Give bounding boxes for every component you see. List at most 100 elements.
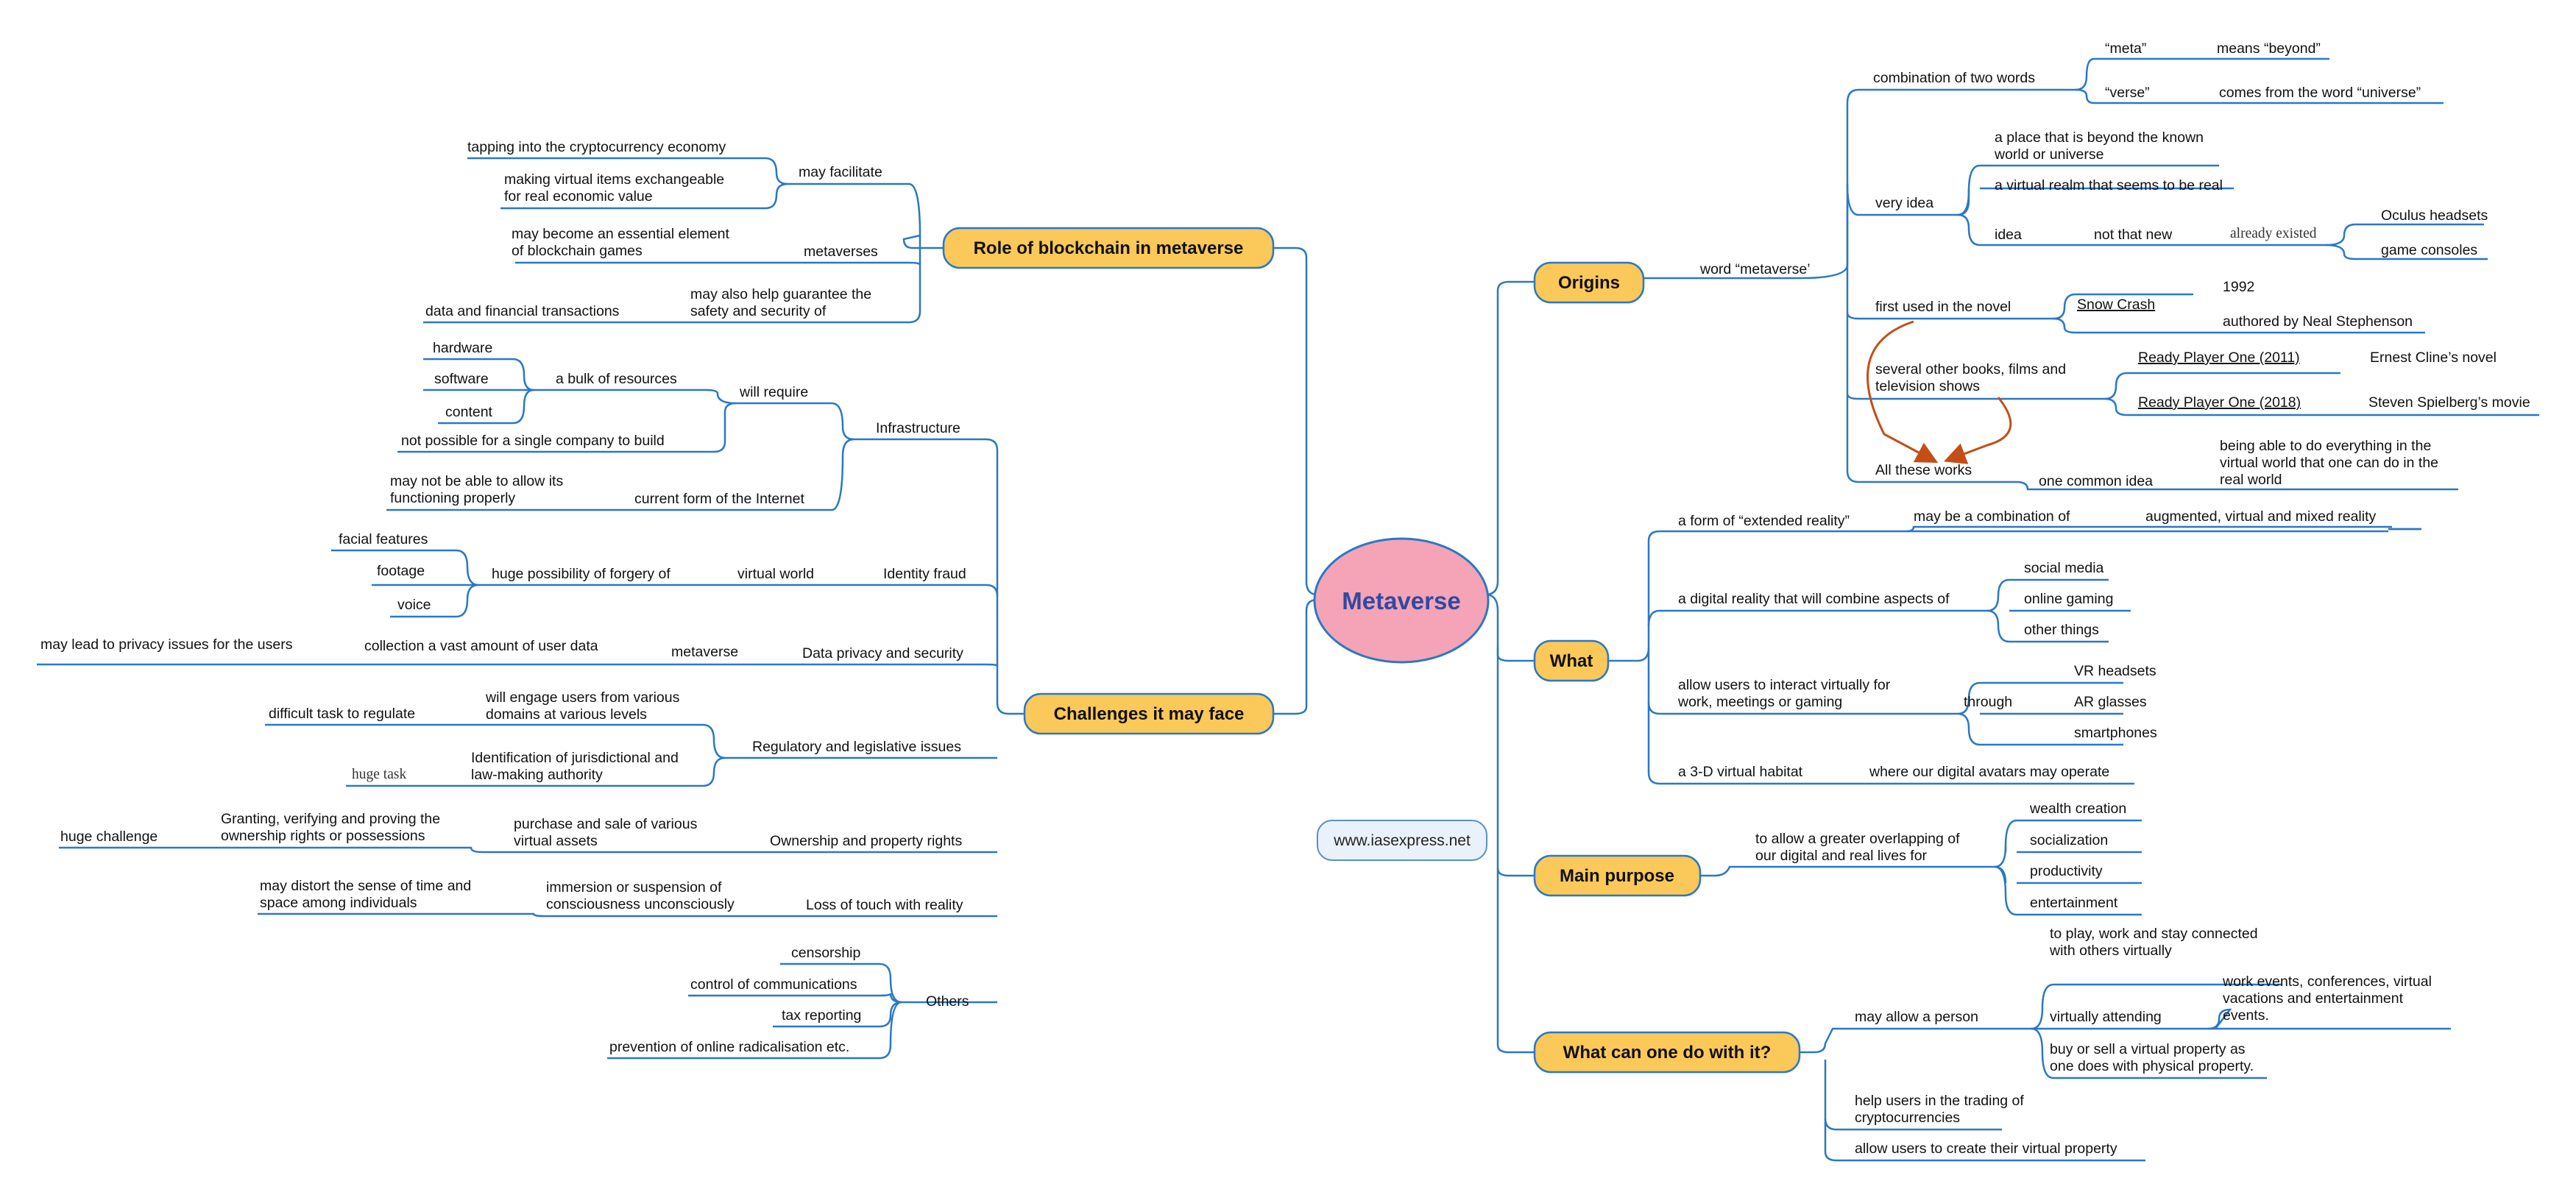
topic-idea[interactable]: idea xyxy=(1995,227,2022,243)
topic-will-require[interactable]: will require xyxy=(739,384,808,400)
topic-immersion-1[interactable]: immersion or suspension of xyxy=(546,879,722,896)
topic-spielberg[interactable]: Steven Spielberg’s movie xyxy=(2368,394,2530,411)
topic-essential-1[interactable]: may become an essential element xyxy=(512,226,729,242)
topic-avm[interactable]: augmented, virtual and mixed reality xyxy=(2145,508,2376,525)
topic-footage[interactable]: footage xyxy=(377,563,425,579)
topic-facial[interactable]: facial features xyxy=(339,531,428,547)
topic-jurisdiction-2[interactable]: law-making authority xyxy=(471,767,603,783)
topic-voice[interactable]: voice xyxy=(397,597,431,613)
topic-buy-2[interactable]: one does with physical property. xyxy=(2050,1058,2254,1074)
topic-privacy-issues[interactable]: may lead to privacy issues for the users xyxy=(40,636,293,653)
topic-common-idea[interactable]: one common idea xyxy=(2039,473,2153,489)
topic-immersion-2[interactable]: consciousness unconsciously xyxy=(546,896,735,912)
topic-others[interactable]: Others xyxy=(926,993,969,1010)
topic-interact-2[interactable]: work, meetings or gaming xyxy=(1677,694,1842,710)
topic-privacy[interactable]: Data privacy and security xyxy=(802,645,963,662)
topic-engage-1[interactable]: will engage users from various xyxy=(485,689,680,706)
topic-difficult[interactable]: difficult task to regulate xyxy=(269,706,415,722)
topic-create[interactable]: allow users to create their virtual prop… xyxy=(1855,1141,2117,1157)
topic-regulatory[interactable]: Regulatory and legislative issues xyxy=(752,739,961,755)
topic-metaverse[interactable]: metaverse xyxy=(671,644,738,660)
topic-loss[interactable]: Loss of touch with reality xyxy=(806,897,963,913)
topic-rpo-2011[interactable]: Ready Player One (2011) xyxy=(2138,350,2300,366)
topic-first-used[interactable]: first used in the novel xyxy=(1875,299,2011,315)
topic-censorship[interactable]: censorship xyxy=(791,945,860,961)
topic-events-2[interactable]: vacations and entertainment xyxy=(2223,990,2404,1007)
topic-extended[interactable]: a form of “extended reality” xyxy=(1678,513,1850,529)
topic-word-metaverse[interactable]: word “metaverse’ xyxy=(1699,261,1811,277)
topic-software[interactable]: software xyxy=(434,371,489,387)
topic-avatars[interactable]: where our digital avatars may operate xyxy=(1869,764,2109,780)
topic-very-idea[interactable]: very idea xyxy=(1875,195,1933,211)
topic-virtual-world[interactable]: virtual world xyxy=(737,566,814,582)
topic-digital-reality[interactable]: a digital reality that will combine aspe… xyxy=(1678,591,1950,607)
main-node-what[interactable]: What xyxy=(1533,639,1610,682)
topic-meta[interactable]: “meta” xyxy=(2105,40,2146,57)
topic-identity[interactable]: Identity fraud xyxy=(883,566,966,582)
topic-vr[interactable]: VR headsets xyxy=(2074,663,2156,679)
topic-play-2[interactable]: with others virtually xyxy=(2049,943,2172,959)
topic-distort-1[interactable]: may distort the sense of time and xyxy=(260,878,471,894)
topic-granting-2[interactable]: ownership rights or possessions xyxy=(221,828,425,844)
topic-not-possible[interactable]: not possible for a single company to bui… xyxy=(401,433,665,449)
topic-trading-1[interactable]: help users in the trading of xyxy=(1855,1093,2024,1109)
topic-bulk[interactable]: a bulk of resources xyxy=(556,371,677,387)
topic-not-allow-1[interactable]: may not be able to allow its xyxy=(390,473,563,489)
topic-oculus[interactable]: Oculus headsets xyxy=(2381,208,2488,224)
main-node-purpose[interactable]: Main purpose xyxy=(1533,854,1702,897)
topic-consoles[interactable]: game consoles xyxy=(2381,242,2477,258)
topic-entertainment[interactable]: entertainment xyxy=(2030,895,2118,911)
topic-attending[interactable]: virtually attending xyxy=(2050,1009,2162,1025)
topic-socialization[interactable]: socialization xyxy=(2030,832,2108,848)
topic-verse-from[interactable]: comes from the word “universe” xyxy=(2219,85,2421,101)
topic-ar[interactable]: AR glasses xyxy=(2074,694,2147,710)
topic-essential-2[interactable]: of blockchain games xyxy=(512,243,643,259)
main-node-origins[interactable]: Origins xyxy=(1533,261,1645,304)
topic-ownership[interactable]: Ownership and property rights xyxy=(770,833,962,849)
topic-wealth[interactable]: wealth creation xyxy=(2029,801,2126,817)
topic-hardware[interactable]: hardware xyxy=(433,340,492,356)
topic-collection[interactable]: collection a vast amount of user data xyxy=(364,638,598,654)
main-node-blockchain[interactable]: Role of blockchain in metaverse xyxy=(942,227,1275,269)
topic-facilitate[interactable]: may facilitate xyxy=(799,164,882,180)
topic-current-form[interactable]: current form of the Internet xyxy=(634,491,804,507)
topic-huge-challenge[interactable]: huge challenge xyxy=(60,829,158,845)
topic-cline[interactable]: Ernest Cline’s novel xyxy=(2370,350,2497,366)
topic-verse[interactable]: “verse” xyxy=(2105,85,2150,101)
topic-gaming[interactable]: online gaming xyxy=(2024,591,2113,607)
topic-virtual-realm[interactable]: a virtual realm that seems to be real xyxy=(1995,177,2223,194)
topic-rpo-2018[interactable]: Ready Player One (2018) xyxy=(2138,394,2301,411)
topic-combination[interactable]: combination of two words xyxy=(1873,70,2035,86)
topic-phones[interactable]: smartphones xyxy=(2074,725,2157,741)
topic-guarantee-2[interactable]: safety and security of xyxy=(690,303,827,319)
topic-play-1[interactable]: to play, work and stay connected xyxy=(2050,926,2258,942)
topic-overlap-2[interactable]: our digital and real lives for xyxy=(1755,848,1928,864)
center-node[interactable]: Metaverse xyxy=(1313,537,1490,664)
topic-may-combination[interactable]: may be a combination of xyxy=(1914,508,2070,525)
topic-content[interactable]: content xyxy=(445,404,493,420)
topic-interact-1[interactable]: allow users to interact virtually for xyxy=(1678,677,1891,693)
topic-engage-2[interactable]: domains at various levels xyxy=(486,706,647,723)
topic-infrastructure[interactable]: Infrastructure xyxy=(876,420,960,436)
topic-data-fin[interactable]: data and financial transactions xyxy=(425,303,620,319)
topic-exch-2[interactable]: for real economic value xyxy=(504,188,653,205)
topic-all-works[interactable]: All these works xyxy=(1875,462,1972,478)
topic-tax[interactable]: tax reporting xyxy=(782,1007,861,1024)
topic-radical[interactable]: prevention of online radicalisation etc. xyxy=(609,1039,849,1055)
topic-huge-task[interactable]: huge task xyxy=(352,767,406,782)
topic-other[interactable]: other things xyxy=(2024,622,2099,638)
topic-through[interactable]: through xyxy=(1964,694,2012,710)
topic-place-beyond-2[interactable]: world or universe xyxy=(1994,146,2103,163)
topic-snow-crash[interactable]: Snow Crash xyxy=(2077,297,2155,313)
topic-events-1[interactable]: work events, conferences, virtual xyxy=(2222,974,2432,990)
topic-year[interactable]: 1992 xyxy=(2223,279,2254,295)
topic-being-able-1[interactable]: being able to do everything in the xyxy=(2220,438,2431,454)
topic-productivity[interactable]: productivity xyxy=(2030,863,2103,879)
topic-trading-2[interactable]: cryptocurrencies xyxy=(1855,1110,1960,1126)
topic-exch-1[interactable]: making virtual items exchangeable xyxy=(504,171,724,188)
topic-events-3[interactable]: events. xyxy=(2223,1007,2269,1024)
topic-already-existed[interactable]: already existed xyxy=(2230,226,2317,241)
topic-being-able-2[interactable]: virtual world that one can do in the xyxy=(2220,455,2438,471)
topic-overlap-1[interactable]: to allow a greater overlapping of xyxy=(1755,831,1960,847)
topic-authored[interactable]: authored by Neal Stephenson xyxy=(2223,313,2413,330)
